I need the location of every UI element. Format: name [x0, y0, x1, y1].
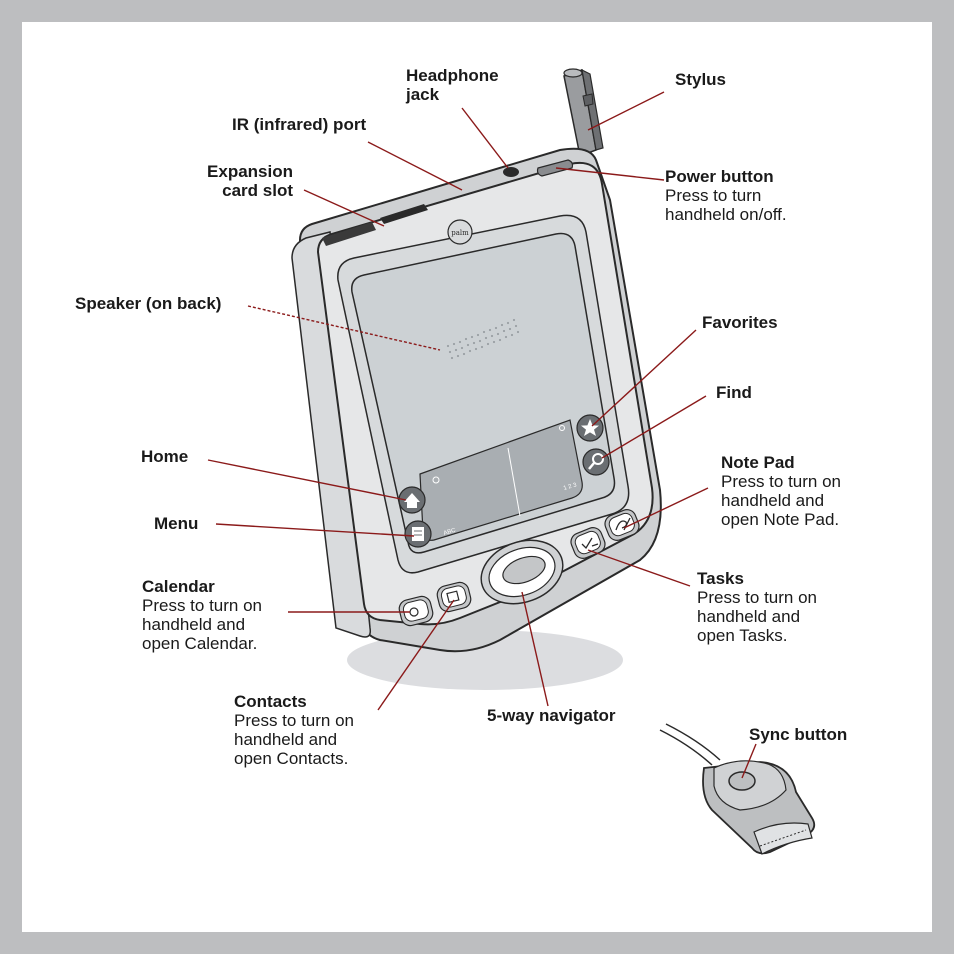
- home-label: Home: [141, 447, 189, 466]
- stylus-label: Stylus: [675, 70, 727, 89]
- home-icon[interactable]: [398, 486, 426, 514]
- note-pad-button[interactable]: [602, 507, 641, 543]
- sync-button-label: Sync button: [749, 725, 848, 744]
- sync-cradle: [659, 723, 816, 855]
- calendar-button[interactable]: [397, 595, 434, 628]
- graffiti-123-label: 1 2 3: [563, 482, 578, 492]
- contacts-button[interactable]: [435, 581, 472, 614]
- headphone-jack-label: Headphone jack: [406, 66, 499, 104]
- speaker-label: Speaker (on back): [75, 294, 222, 313]
- menu-icon[interactable]: [404, 520, 432, 548]
- tasks-button[interactable]: [568, 525, 607, 561]
- contacts-label: Contacts Press to turn on handheld and o…: [234, 692, 355, 768]
- palm-logo-text: palm: [451, 229, 469, 237]
- device-body: ABC 1 2 3 palm: [291, 147, 662, 653]
- expansion-slot-label: Expansion card slot: [207, 162, 293, 200]
- speaker-grille: [446, 318, 520, 360]
- hardware-buttons: [397, 414, 641, 628]
- power-button[interactable]: [536, 159, 574, 177]
- sync-button[interactable]: [728, 771, 756, 791]
- headphone-jack: [503, 167, 519, 177]
- favorites-label: Favorites: [702, 313, 778, 332]
- stylus-illustration: [563, 68, 604, 158]
- menu-label: Menu: [154, 514, 199, 533]
- expansion-slot: [380, 204, 428, 224]
- note-pad-label: Note Pad Press to turn on handheld and o…: [721, 453, 842, 529]
- ir-port-label: IR (infrared) port: [232, 115, 367, 134]
- palm-logo: [447, 219, 473, 245]
- leader-lines: [207, 91, 757, 779]
- find-icon[interactable]: [582, 448, 610, 476]
- find-label: Find: [716, 383, 752, 402]
- tasks-label: Tasks Press to turn on handheld and open…: [697, 569, 818, 645]
- power-button-label: Power button Press to turn handheld on/o…: [665, 167, 787, 224]
- calendar-label: Calendar Press to turn on handheld and o…: [142, 577, 263, 653]
- tasks-icon: [581, 537, 599, 550]
- graffiti-abc-label: ABC: [443, 528, 457, 537]
- navigator-label: 5-way navigator: [487, 706, 616, 725]
- navigator-button[interactable]: [472, 529, 571, 614]
